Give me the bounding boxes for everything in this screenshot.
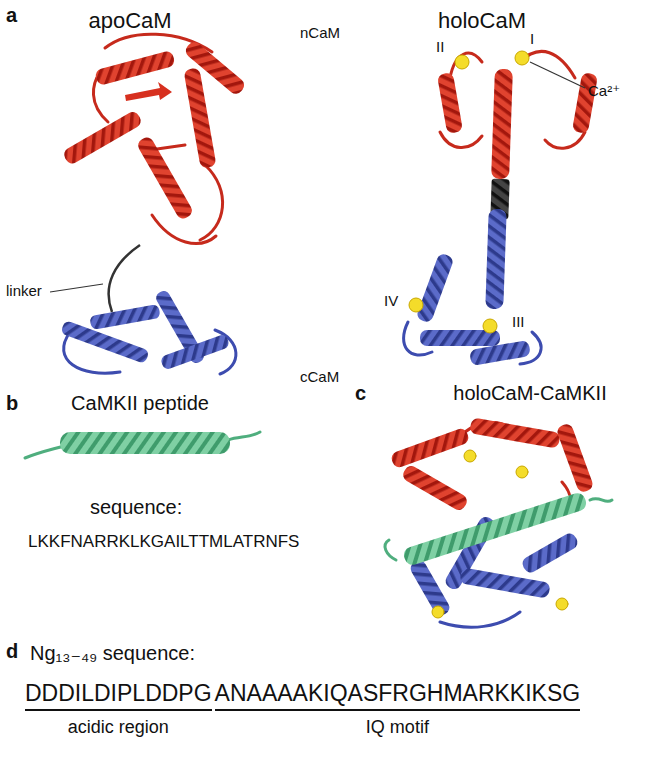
apo-ncam-ribbon-part <box>62 110 144 166</box>
holo-ccam-ribbon-part <box>485 209 506 310</box>
holo-ncam-ribbon-part <box>440 132 482 148</box>
complex-ribbon-part <box>440 612 520 627</box>
calcium-ions-part <box>409 298 423 312</box>
structure-title: holoCaM <box>438 8 526 33</box>
calcium-ions <box>409 51 529 333</box>
camkii-peptide-ribbon <box>25 432 260 458</box>
holo-ccam-ribbon-part <box>416 252 455 323</box>
complex-ribbon-part <box>469 417 560 448</box>
holo-ncam-ribbon-part <box>491 69 513 180</box>
region-label: acidic region <box>68 717 169 738</box>
holo-ncam-ribbon-part <box>572 72 598 134</box>
apo-ncam-ribbon <box>62 34 247 243</box>
camkii-peptide-ribbon-part <box>25 446 64 458</box>
panel-letter: b <box>6 392 18 415</box>
holo-ncam-ribbon-part <box>437 72 463 134</box>
holo-ncam-ribbon-part <box>450 53 482 78</box>
panel-letter: d <box>6 640 18 663</box>
site-label: II <box>436 38 444 55</box>
sequence-text: LKKFNARRKLKGAILTTMLATRNFS <box>28 532 299 552</box>
sequence-heading: Ng₁₃₋₄₉ sequence: <box>30 642 195 665</box>
holo-ncam-ribbon <box>437 51 598 179</box>
panel-letter: a <box>6 4 17 27</box>
domain-label: nCaM <box>300 24 340 41</box>
site-label: III <box>512 313 525 330</box>
structure-title: apoCaM <box>88 8 171 33</box>
camkii-peptide-ribbon-part <box>228 432 260 440</box>
apo-linker <box>109 245 140 312</box>
complex-ribbon-part <box>556 598 568 610</box>
complex-ribbon-part <box>520 531 580 575</box>
apo-ccam-ribbon-part <box>160 333 231 370</box>
holo-ccam-ribbon <box>404 209 541 366</box>
structure-title: CaMKII peptide <box>71 392 209 415</box>
site-label: I <box>530 30 534 47</box>
complex-ribbon-part <box>432 450 568 618</box>
apo-ncam-ribbon-part <box>200 165 223 240</box>
calcium-ions-part <box>515 51 529 65</box>
calcium-ions-part <box>483 319 497 333</box>
apo-ncam-ribbon-part <box>183 67 216 168</box>
holo-ccam-ribbon-part <box>469 340 531 366</box>
apo-linker-part <box>109 245 140 312</box>
site-label: IV <box>384 292 398 309</box>
ion-label: Ca²⁺ <box>588 82 620 99</box>
complex-ribbon-part <box>459 567 550 598</box>
sequence-text: DDDILDIPLDDPG <box>25 680 212 711</box>
apo-ccam-ribbon-part <box>60 320 149 364</box>
complex-ribbon-part <box>408 558 452 618</box>
apo-ccam-ribbon-part <box>89 304 160 330</box>
ca-leader-part <box>530 62 585 88</box>
apo-ncam-ribbon-part <box>94 50 175 86</box>
apo-ccam-ribbon <box>60 289 236 374</box>
complex-ribbon-part <box>590 499 612 502</box>
sequence-heading: sequence: <box>90 496 182 519</box>
region-label: linker <box>6 282 42 299</box>
complex-ribbon-part <box>385 540 396 560</box>
complex-ribbon <box>385 417 612 627</box>
apo-ncam-ribbon-part <box>183 39 247 96</box>
complex-ribbon-part <box>402 491 588 567</box>
complex-ribbon-part <box>401 464 470 513</box>
apo-ncam-ribbon-part <box>152 215 216 243</box>
ca-leader <box>530 62 585 88</box>
complex-ribbon-part <box>556 422 595 493</box>
complex-ribbon-part <box>432 606 444 618</box>
region-label: IQ motif <box>366 717 429 738</box>
linker-leader-part <box>50 284 103 292</box>
complex-ribbon-part <box>390 427 471 469</box>
holo-ncam-ribbon-part <box>545 132 585 148</box>
complex-ribbon-part <box>464 450 476 462</box>
linker-leader <box>50 284 103 292</box>
structure-title: holoCaM-CaMKII <box>453 382 606 405</box>
complex-ribbon-part <box>516 466 528 478</box>
apo-ncam-ribbon-part <box>136 135 195 221</box>
apo-ncam-ribbon-part <box>125 82 172 101</box>
camkii-peptide-ribbon-part <box>60 432 230 454</box>
sequence-text: ANAAAAKIQASFRGHMARKKIKSG <box>215 680 581 711</box>
domain-label: cCaM <box>300 368 339 385</box>
panel-letter: c <box>355 382 366 405</box>
calcium-ions-part <box>455 55 469 69</box>
